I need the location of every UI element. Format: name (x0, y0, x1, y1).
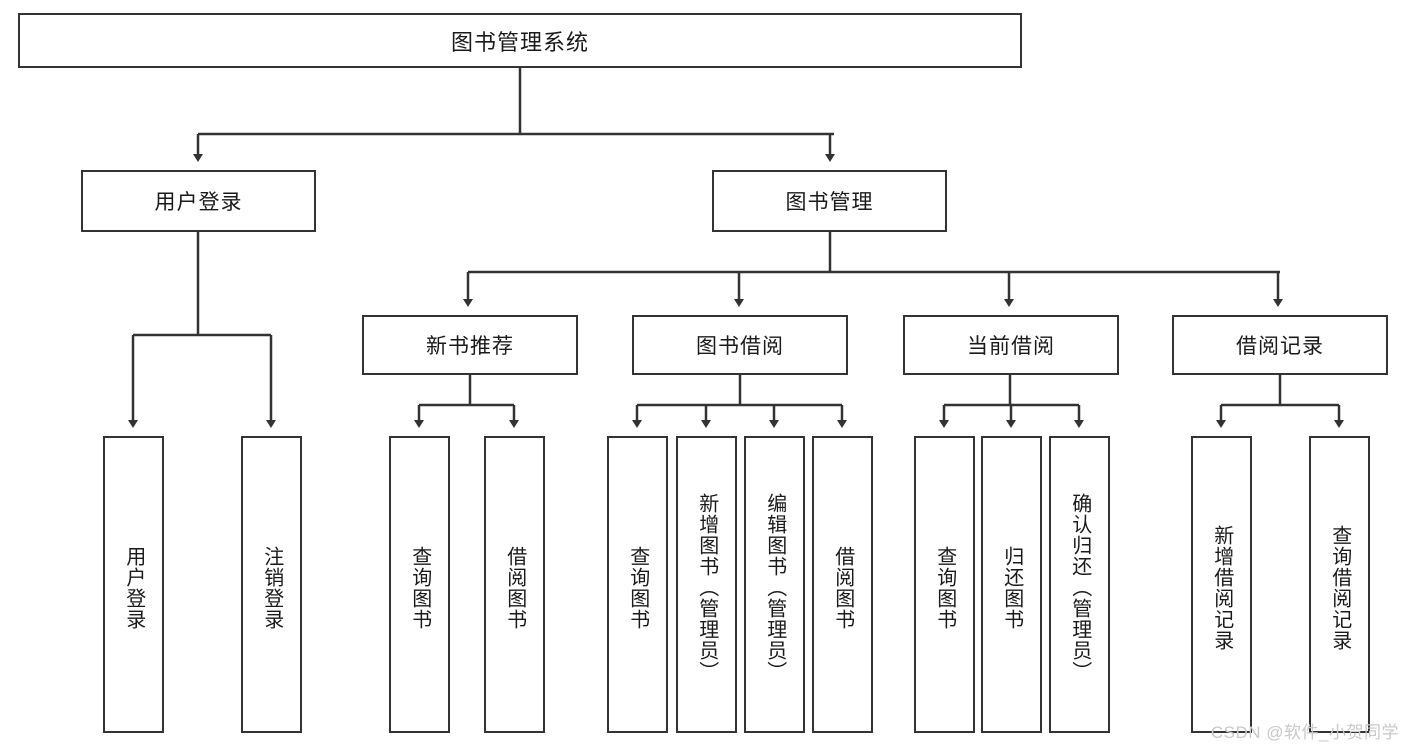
leaf-add-book[interactable]: 新增图书（管理员） (676, 436, 737, 733)
leaf-label: 借阅图书 (831, 545, 854, 630)
leaf-label: 查询图书 (408, 545, 431, 630)
leaf-return-book[interactable]: 归还图书 (981, 436, 1042, 733)
csdn-watermark: CSDN @软件_小贺同学 (1210, 723, 1399, 742)
leaf-query-book-current[interactable]: 查询图书 (914, 436, 975, 733)
leaf-borrow-book-recommend[interactable]: 借阅图书 (484, 436, 545, 733)
node-book-borrow[interactable]: 图书借阅 (632, 315, 848, 375)
node-root[interactable]: 图书管理系统 (18, 13, 1022, 68)
leaf-label: 借阅图书 (503, 545, 526, 630)
leaf-logout[interactable]: 注销登录 (241, 436, 302, 733)
node-new-book-recommend[interactable]: 新书推荐 (362, 315, 578, 375)
node-user-login[interactable]: 用户登录 (81, 170, 316, 232)
leaf-label: 编辑图书（管理员） (763, 493, 786, 682)
leaf-add-borrow-record[interactable]: 新增借阅记录 (1191, 436, 1252, 733)
node-borrow-record[interactable]: 借阅记录 (1172, 315, 1388, 375)
leaf-label: 查询图书 (626, 545, 649, 630)
node-book-manage[interactable]: 图书管理 (712, 170, 947, 232)
node-current-borrow[interactable]: 当前借阅 (903, 315, 1119, 375)
leaf-label: 确认归还（管理员） (1068, 493, 1091, 682)
leaf-label: 注销登录 (260, 545, 283, 630)
leaf-label: 查询图书 (933, 545, 956, 630)
leaf-label: 新增借阅记录 (1210, 524, 1233, 651)
leaf-label: 用户登录 (122, 545, 145, 630)
leaf-query-book-borrow[interactable]: 查询图书 (607, 436, 668, 733)
leaf-label: 查询借阅记录 (1328, 524, 1351, 651)
leaf-borrow-book[interactable]: 借阅图书 (812, 436, 873, 733)
leaf-label: 归还图书 (1000, 545, 1023, 630)
leaf-query-borrow-record[interactable]: 查询借阅记录 (1309, 436, 1370, 733)
leaf-confirm-return[interactable]: 确认归还（管理员） (1049, 436, 1110, 733)
leaf-query-book-recommend[interactable]: 查询图书 (389, 436, 450, 733)
leaf-user-login[interactable]: 用户登录 (103, 436, 164, 733)
leaf-edit-book[interactable]: 编辑图书（管理员） (744, 436, 805, 733)
leaf-label: 新增图书（管理员） (695, 493, 718, 682)
